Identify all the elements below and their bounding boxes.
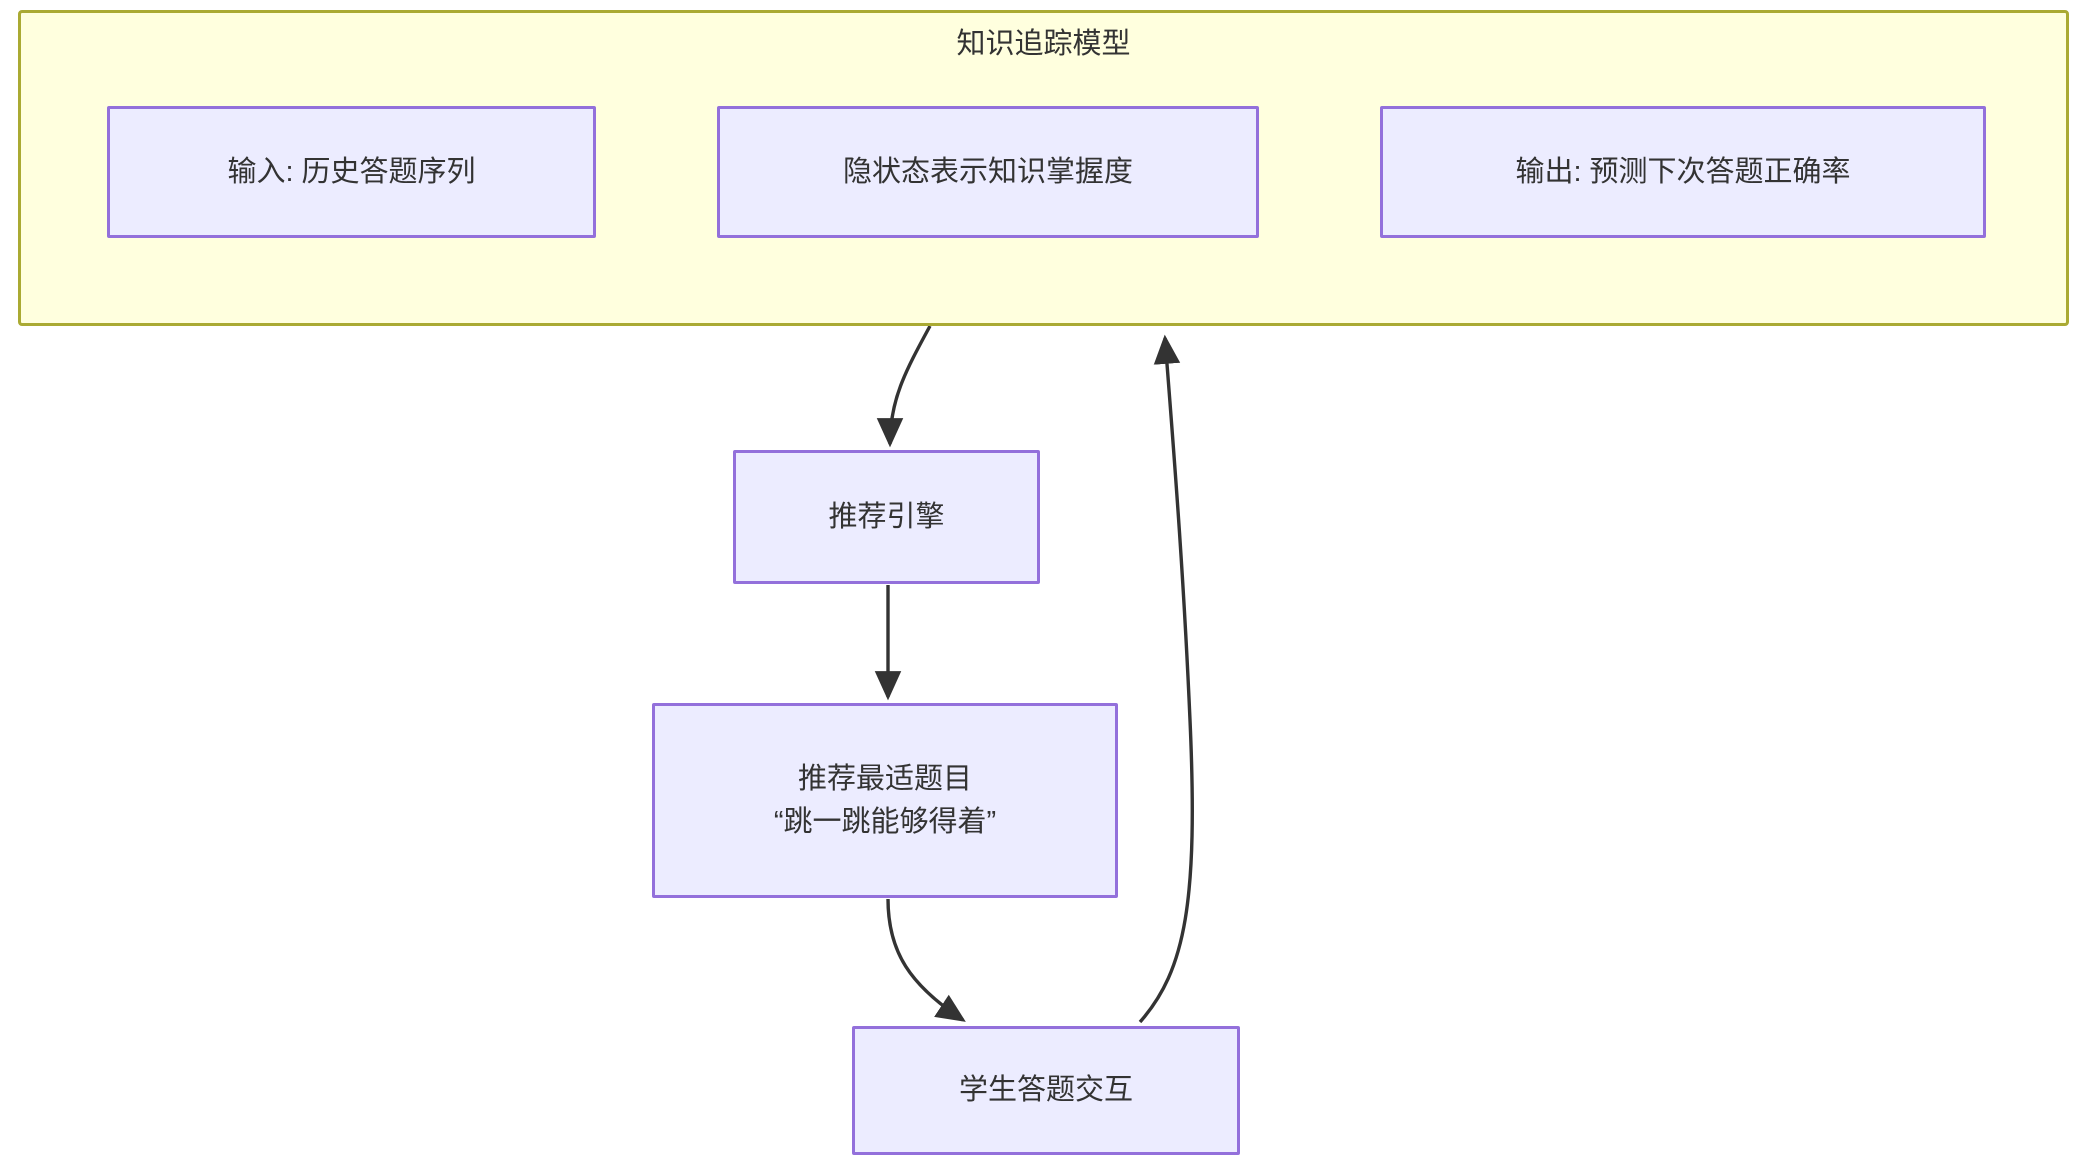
- cluster-knowledge-tracing-model: 知识追踪模型 输入: 历史答题序列 隐状态表示知识掌握度 输出: 预测下次答题正…: [18, 10, 2069, 326]
- node-student-interaction-label: 学生答题交互: [958, 1074, 1133, 1107]
- node-hidden-state[interactable]: 隐状态表示知识掌握度: [717, 106, 1259, 238]
- node-best-fit-item-label: 推荐最适题目 “跳一跳能够得着”: [773, 763, 997, 838]
- edge-item-to-interaction: [886, 898, 966, 1022]
- node-student-interaction[interactable]: 学生答题交互: [852, 1026, 1240, 1155]
- node-recommendation-engine-label: 推荐引擎: [828, 500, 945, 533]
- node-input-label: 输入: 历史答题序列: [227, 155, 476, 188]
- cluster-title: 知识追踪模型: [956, 28, 1131, 60]
- node-recommendation-engine[interactable]: 推荐引擎: [733, 450, 1040, 584]
- node-output-label: 输出: 预测下次答题正确率: [1515, 155, 1851, 188]
- node-input[interactable]: 输入: 历史答题序列: [107, 106, 596, 238]
- node-hidden-state-label: 隐状态表示知识掌握度: [842, 155, 1133, 188]
- node-best-fit-item[interactable]: 推荐最适题目 “跳一跳能够得着”: [652, 703, 1118, 898]
- edge-cluster-to-engine: [876, 325, 932, 448]
- edge-interaction-to-cluster: [1138, 334, 1194, 1024]
- node-output[interactable]: 输出: 预测下次答题正确率: [1380, 106, 1986, 238]
